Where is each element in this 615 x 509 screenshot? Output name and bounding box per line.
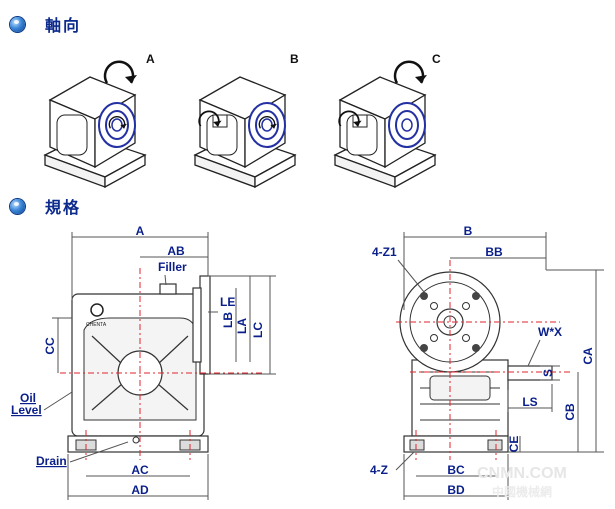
dim-label-lb: LB — [221, 312, 235, 328]
dim-label-bb: BB — [485, 245, 503, 259]
dim-label-ab: AB — [167, 244, 185, 258]
section-bullet-icon — [10, 198, 25, 214]
dim-label-z1: 4-Z1 — [372, 245, 397, 259]
dim-label-filler: Filler — [158, 260, 187, 274]
dim-label-oil: Oil — [20, 391, 36, 405]
section-rotation-header: 軸向 — [10, 12, 81, 36]
section-spec-title: 規格 — [45, 198, 82, 217]
section-spec-header: 規格 — [10, 194, 81, 218]
rotation-figure-c — [334, 60, 436, 188]
dim-label-ce: CE — [507, 436, 521, 453]
dim-label-level: Level — [11, 403, 42, 417]
rotation-label-b: B — [290, 52, 299, 66]
watermark-line2: 中國機械網 — [492, 484, 552, 499]
dim-label-drain: Drain — [36, 454, 67, 468]
dim-label-cb: CB — [563, 403, 577, 421]
dim-label-le: LE — [220, 295, 235, 309]
rotation-label-c: C — [432, 52, 441, 66]
dim-label-la: LA — [235, 318, 249, 334]
dim-label-a: A — [136, 224, 145, 238]
dim-label-ls: LS — [522, 395, 537, 409]
dim-label-lc: LC — [251, 322, 265, 338]
dim-label-b: B — [464, 224, 473, 238]
logo-text: CHENTA — [86, 322, 107, 328]
dim-label-s: S — [541, 369, 555, 377]
dim-label-wx: W*X — [538, 325, 562, 339]
dim-label-z: 4-Z — [370, 463, 388, 477]
side-view: CHENTA A AB Filler LC LA LB LE — [11, 224, 276, 500]
section-rotation-title: 軸向 — [45, 16, 82, 35]
watermark-line1: CNMN.COM — [477, 465, 567, 482]
dim-label-bd: BD — [447, 483, 465, 497]
rotation-figure-b — [194, 76, 296, 188]
dim-label-cc: CC — [43, 337, 57, 355]
rotation-diagrams: A B C — [44, 52, 441, 188]
dim-label-ad: AD — [131, 483, 149, 497]
dim-label-ca: CA — [581, 347, 595, 365]
dim-label-ac: AC — [131, 463, 149, 477]
front-view: B BB 4-Z1 W*X CA S CB LS CE 4-Z BC — [370, 224, 604, 500]
section-bullet-icon — [10, 16, 25, 32]
dim-label-bc: BC — [447, 463, 465, 477]
rotation-label-a: A — [146, 52, 155, 66]
